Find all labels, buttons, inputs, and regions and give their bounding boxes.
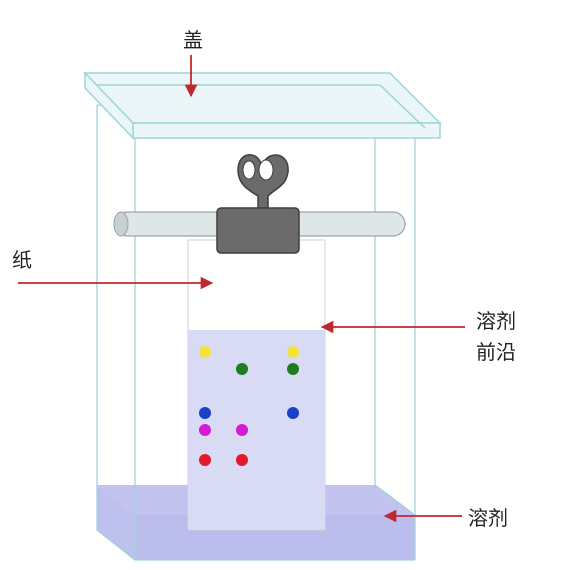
yellow-spot-2 <box>287 346 299 358</box>
lid <box>83 71 442 140</box>
blue-spot-2 <box>287 407 299 419</box>
yellow-spot-1 <box>199 346 211 358</box>
solvent-label: 溶剂 <box>468 506 508 530</box>
binder-clip <box>216 154 300 254</box>
magenta-spot-2 <box>236 424 248 436</box>
red-spot-1 <box>199 454 211 466</box>
lid-label: 盖 <box>183 28 203 52</box>
green-spot-2 <box>287 363 299 375</box>
green-spot-1 <box>236 363 248 375</box>
magenta-spot-1 <box>199 424 211 436</box>
solvent-front-label-line1: 溶剂 <box>476 309 516 333</box>
red-spot-2 <box>236 454 248 466</box>
sample-spots <box>199 346 299 466</box>
solvent-front-label-line2: 前沿 <box>476 340 516 364</box>
paper-label: 纸 <box>12 248 32 272</box>
blue-spot-1 <box>199 407 211 419</box>
label-arrows <box>18 55 465 523</box>
solvent-side-face <box>97 485 135 560</box>
